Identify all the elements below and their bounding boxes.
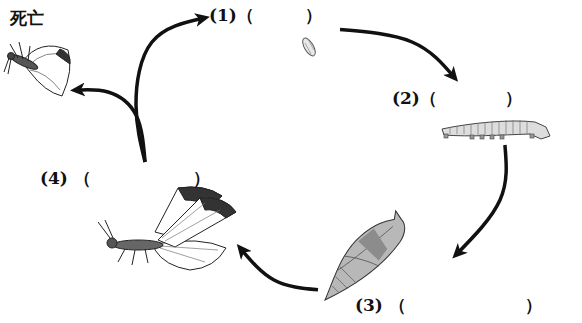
- cycle-arrow: [75, 90, 145, 162]
- dead-butterfly: [4, 42, 70, 96]
- cycle-arrow: [136, 18, 205, 162]
- stage-label: (1)（ ）: [209, 5, 322, 25]
- cycle-arrow: [456, 145, 506, 255]
- chrysalis: [311, 206, 415, 310]
- stage-node: 死亡: [3, 3, 75, 108]
- stage-label: (3) （ ）: [355, 295, 542, 315]
- adult-butterfly: [98, 187, 236, 270]
- stage-node: (4) （ ）: [38, 162, 240, 275]
- stage-node: (2)（ ）: [388, 78, 555, 145]
- death-label: 死亡: [10, 8, 44, 28]
- cycle-arrow: [340, 30, 455, 78]
- egg: [300, 36, 318, 58]
- stage-label: (2)（ ）: [392, 88, 522, 108]
- cycle-arrow: [240, 248, 318, 290]
- stage-label: (4) （ ）: [40, 168, 210, 188]
- caterpillar: [442, 120, 550, 139]
- stage-node: (1)（ ）: [205, 3, 340, 62]
- stage-node: (3) （ ）: [318, 255, 578, 322]
